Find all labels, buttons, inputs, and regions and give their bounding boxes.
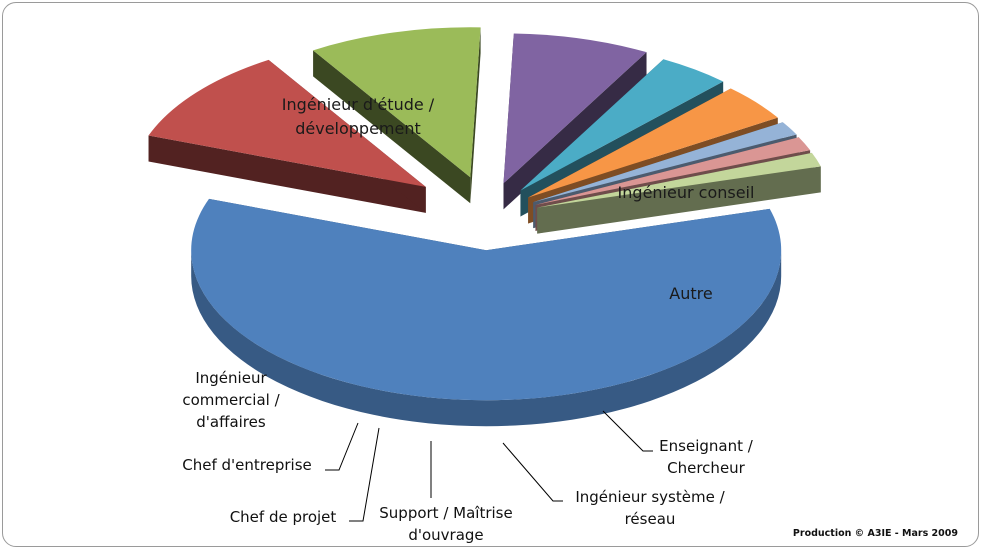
slice-8-top [537, 152, 821, 208]
slice-6-top [533, 122, 797, 203]
slice-2-side-0 [313, 50, 471, 204]
slice-8-side-1 [537, 166, 821, 234]
leader-line-3 [602, 410, 653, 452]
slice-3 [503, 33, 647, 210]
leader-line-4 [502, 442, 563, 502]
slice-1 [148, 59, 426, 213]
slice-1-side-0 [148, 135, 426, 213]
slice-label-2: Autre [669, 284, 712, 303]
slice-3-side-1 [503, 52, 647, 210]
credit-text: Production © A3IE - Mars 2009 [792, 528, 958, 539]
slice-2-top [313, 27, 481, 178]
slice-2-side-1 [470, 27, 481, 204]
slice-label-7: Chef d'entreprise [182, 456, 312, 474]
leader-line-7 [325, 422, 359, 471]
slice-label-4: Ingénieur système /réseau [575, 488, 725, 528]
slice-3-top [503, 33, 647, 184]
slice-1-top [148, 59, 426, 187]
leader-line-6 [349, 427, 380, 522]
slice-4-top [520, 59, 724, 191]
slice-0 [191, 198, 782, 427]
slice-label-0: Ingénieur d'étude /développement [282, 95, 435, 138]
slice-5-top [528, 88, 778, 198]
slice-7-top [535, 137, 811, 205]
slice-8 [537, 152, 821, 234]
slice-0-top [191, 198, 782, 401]
slice-0-wall [191, 250, 782, 427]
slice-label-6: Chef de projet [230, 508, 337, 526]
pie-chart: Ingénieur d'étude /développementIngénieu… [148, 27, 821, 544]
slice-label-1: Ingénieur conseil [618, 183, 755, 202]
slice-2 [313, 27, 481, 204]
slice-label-3: Enseignant /Chercheur [659, 437, 754, 477]
